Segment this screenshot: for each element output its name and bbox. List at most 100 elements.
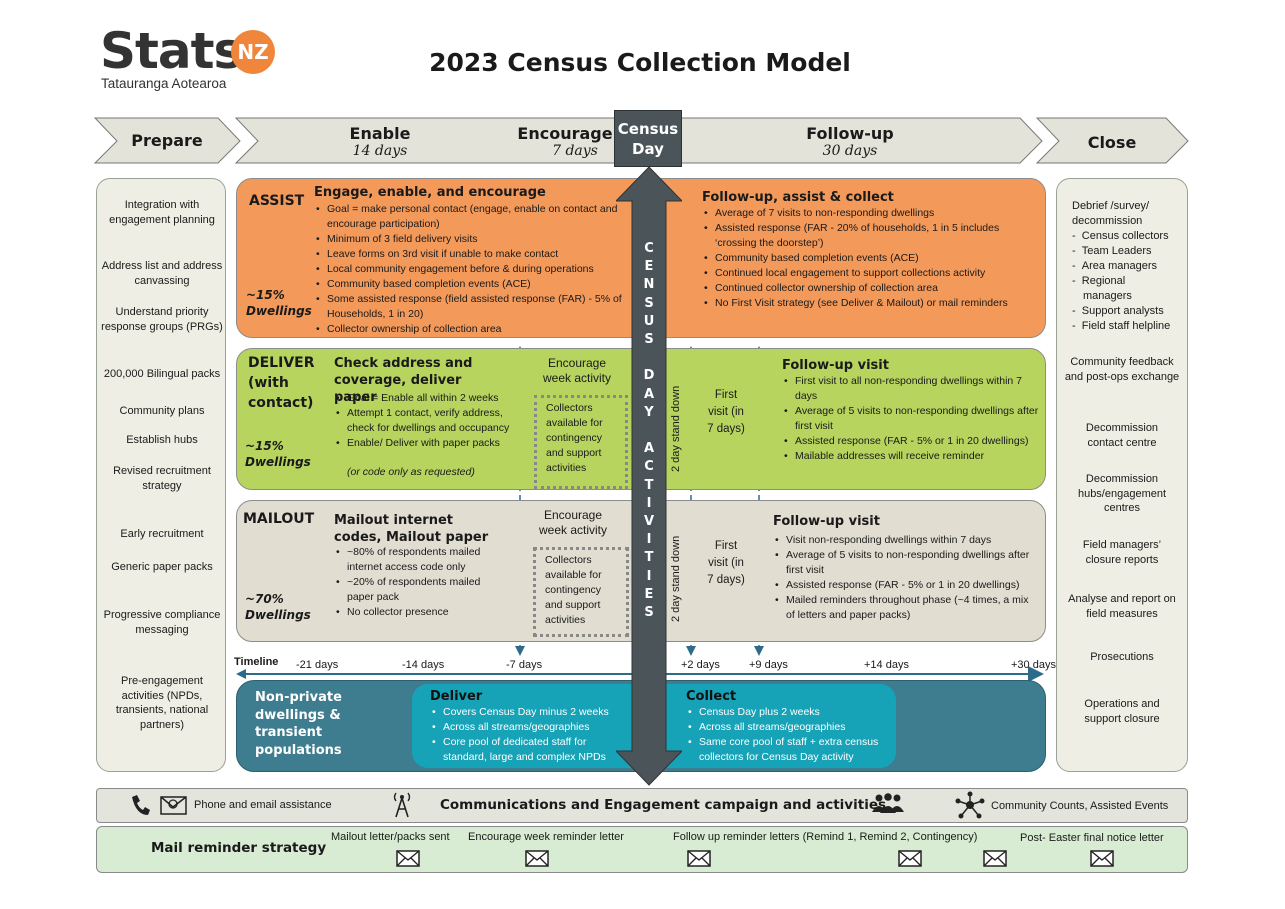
phase-enable-duration: 14 days bbox=[352, 143, 408, 159]
census-day-activities-letter: V bbox=[643, 514, 655, 530]
census-day-activities-letter: U bbox=[643, 313, 655, 329]
phone-email-icons bbox=[132, 795, 187, 815]
census-day-activities-letter: A bbox=[643, 386, 655, 402]
mail-encourage-letter: Encourage week reminder letter bbox=[468, 831, 624, 843]
deliver-right-item: Assisted response (FAR - 5% or 1 in 20 d… bbox=[782, 434, 1042, 449]
logo-wordmark: Stats bbox=[100, 22, 243, 80]
mailout-right-item: Average of 5 visits to non-responding dw… bbox=[773, 548, 1039, 578]
census-day-activities-letter bbox=[638, 422, 660, 440]
census-day-activities-letter: T bbox=[644, 550, 654, 566]
deliver-left-item: Goal = Enable all within 2 weeks bbox=[334, 391, 520, 406]
np-collect-item: Across all streams/geographies bbox=[686, 720, 896, 735]
timeline-tick: +2 days bbox=[681, 659, 720, 671]
census-day-activities-letter: N bbox=[643, 277, 655, 293]
close-item: Prosecutions bbox=[1090, 651, 1154, 663]
census-day-activities-letter: I bbox=[646, 495, 652, 511]
debrief-item: - Team Leaders bbox=[1072, 245, 1152, 257]
minus7-arrowhead-bottom bbox=[515, 646, 525, 656]
assist-left-item: Collector ownership of collection area bbox=[314, 322, 626, 337]
deliver-left-item: Enable/ Deliver with paper packs bbox=[334, 436, 520, 451]
mailout-right-item: Visit non-responding dwellings within 7 … bbox=[773, 533, 1039, 548]
nonprivate-label: Non-private dwellings & transient popula… bbox=[255, 690, 342, 758]
np-deliver-list: Covers Census Day minus 2 weeks Across a… bbox=[430, 705, 620, 765]
prepare-item: Community plans bbox=[119, 405, 205, 417]
census-day-activities-letter: S bbox=[644, 332, 654, 348]
mailout-encourage-title: Encourage week activity bbox=[538, 508, 608, 537]
broadcast-tower-icon bbox=[393, 792, 411, 818]
mailout-left-heading: Mailout internet codes, Mailout paper bbox=[334, 513, 489, 545]
census-day-activities-letter: E bbox=[644, 586, 654, 602]
mail-followup-letters: Follow up reminder letters (Remind 1, Re… bbox=[673, 831, 978, 843]
debrief-item: - Area managers bbox=[1072, 260, 1157, 272]
phone-icon bbox=[132, 795, 150, 815]
np-collect-item: Census Day plus 2 weeks bbox=[686, 705, 896, 720]
phase-close: Close bbox=[1062, 133, 1162, 152]
deliver-collectors-text: Collectors available for contingency and… bbox=[546, 402, 603, 474]
close-item: Decommission hubs/engagement centres bbox=[1077, 473, 1167, 514]
mailout-right-item: Mailed reminders throughout phase (~4 ti… bbox=[773, 593, 1039, 623]
phase-encourage-duration: 7 days bbox=[552, 143, 598, 159]
assist-left-item: Leave forms on 3rd visit if unable to ma… bbox=[314, 247, 626, 262]
phase-encourage-label: Encourage bbox=[517, 124, 613, 143]
mailout-pct: ~70%Dwellings bbox=[245, 592, 311, 622]
np-deliver-item: Core pool of dedicated staff for standar… bbox=[430, 735, 620, 765]
deliver-encourage-title: Encourage week activity bbox=[542, 356, 612, 385]
assist-pct: ~15%Dwellings bbox=[246, 288, 312, 318]
close-column bbox=[1056, 178, 1188, 772]
close-item: Analyse and report on field measures bbox=[1068, 593, 1176, 620]
assist-left-item: Minimum of 3 field delivery visits bbox=[314, 232, 626, 247]
np-collect-heading: Collect bbox=[686, 689, 737, 704]
deliver-left-item: Attempt 1 contact, verify address, check… bbox=[334, 406, 520, 436]
debrief-item: - Census collectors bbox=[1072, 230, 1169, 242]
prepare-item: Generic paper packs bbox=[111, 561, 213, 573]
timeline-tick: +30 days bbox=[1011, 659, 1056, 671]
census-day-activities-letter bbox=[638, 349, 660, 367]
census-day-activities-letter: Y bbox=[644, 404, 654, 420]
census-day-activities-letter: I bbox=[646, 568, 652, 584]
assist-right-item: No First Visit strategy (see Deliver & M… bbox=[702, 296, 1040, 311]
assist-right-heading: Follow-up, assist & collect bbox=[702, 190, 894, 205]
assist-label: ASSIST bbox=[249, 193, 305, 209]
timeline-tick: -7 days bbox=[506, 659, 543, 671]
deliver-pct: ~15%Dwellings bbox=[245, 439, 311, 469]
census-day-activities-letter: C bbox=[644, 459, 654, 475]
envelope-icon bbox=[1090, 850, 1114, 867]
assist-right-item: Assisted response (FAR - 20% of househol… bbox=[702, 221, 1040, 251]
mail-strategy-label: Mail reminder strategy bbox=[151, 840, 327, 856]
prepare-column bbox=[96, 178, 226, 772]
mailout-first-visit: First visit (in 7 days) bbox=[707, 540, 745, 586]
mailout-collectors-text: Collectors available for contingency and… bbox=[545, 554, 602, 626]
census-day-activities-letter: T bbox=[644, 477, 654, 493]
assist-right-item: Continued collector ownership of collect… bbox=[702, 281, 1040, 296]
close-item: Field managers’ closure reports bbox=[1082, 539, 1162, 566]
close-item: Operations and support closure bbox=[1084, 698, 1160, 725]
assist-left-item: Community based completion events (ACE) bbox=[314, 277, 626, 292]
phase-followup-label: Follow-up bbox=[806, 124, 894, 143]
assist-left-item: Local community engagement before & duri… bbox=[314, 262, 626, 277]
assist-right-item: Average of 7 visits to non-responding dw… bbox=[702, 206, 1040, 221]
census-day-activities-letter: C bbox=[644, 241, 654, 256]
close-debrief-list: - Census collectors - Team Leaders - Are… bbox=[1072, 229, 1182, 334]
assist-right-item: Community based completion events (ACE) bbox=[702, 251, 1040, 266]
deliver-right-list: First visit to all non-responding dwelli… bbox=[782, 374, 1042, 464]
deliver-left-list: Goal = Enable all within 2 weeks Attempt… bbox=[334, 391, 520, 451]
census-day-activities-letter: A bbox=[643, 441, 655, 457]
np-deliver-item: Covers Census Day minus 2 weeks bbox=[430, 705, 620, 720]
mailout-right-item: Assisted response (FAR - 5% or 1 in 20 d… bbox=[773, 578, 1039, 593]
debrief-item: - Field staff helpline bbox=[1072, 320, 1171, 332]
phase-close-label: Close bbox=[1087, 133, 1137, 152]
prepare-item: Pre-engagement activities (NPDs, transie… bbox=[115, 675, 209, 731]
np-deliver-heading: Deliver bbox=[430, 689, 483, 704]
logo-nz-badge: NZ bbox=[231, 30, 275, 74]
mailout-collectors-box bbox=[533, 547, 629, 637]
phase-prepare-label: Prepare bbox=[131, 131, 203, 150]
timeline-tick: +14 days bbox=[864, 659, 909, 671]
phase-close-chevron bbox=[1035, 117, 1189, 164]
census-day-activities-letter: S bbox=[644, 605, 654, 621]
deliver-collectors-box bbox=[534, 395, 628, 489]
deliver-left-note: (or code only as requested) bbox=[347, 466, 475, 478]
